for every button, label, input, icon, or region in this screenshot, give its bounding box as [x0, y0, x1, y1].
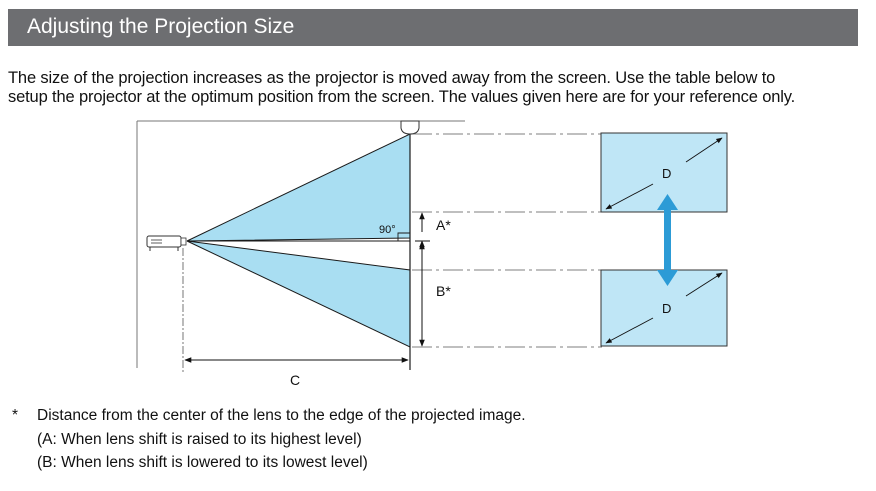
screen-bottom-d-label: D: [662, 301, 671, 316]
intro-line-2: setup the projector at the optimum posit…: [8, 88, 796, 106]
dimension-b-label: B*: [436, 283, 451, 299]
screen-top-diagonal-arrow-b: [685, 137, 723, 163]
screen-top-d-label: D: [662, 166, 671, 181]
dimension-c-label: C: [290, 372, 300, 388]
projector-icon: [146, 235, 187, 251]
footnote-note-a: (A: When lens shift is raised to its hig…: [37, 431, 362, 448]
lens-shift-arrow: [657, 194, 678, 286]
intro-line-1: The size of the projection increases as …: [8, 69, 776, 87]
footnote-marker: *: [12, 407, 19, 424]
footnote-text: Distance from the center of the lens to …: [37, 407, 526, 424]
angle-label: 90°: [379, 224, 396, 236]
screen-bottom: [600, 269, 728, 347]
intro-paragraph: The size of the projection increases as …: [8, 69, 868, 107]
screen-bottom-diagonal-arrow-b: [685, 272, 723, 297]
screen-bottom-diagonal-arrow-a: [605, 317, 654, 344]
upper-beam: [186, 133, 411, 242]
ceiling-mount-icon: [400, 120, 420, 135]
lower-beam: [186, 240, 411, 348]
guide-lines: [412, 133, 602, 348]
right-angle-marker: [397, 232, 410, 241]
footnote-note-b: (B: When lens shift is lowered to its lo…: [37, 454, 368, 471]
dimension-a-label: A*: [436, 217, 451, 233]
screen-top-diagonal-arrow-a: [605, 183, 654, 210]
screen-top: [600, 132, 728, 213]
section-title: Adjusting the Projection Size: [27, 15, 295, 38]
section-header: Adjusting the Projection Size: [8, 9, 858, 46]
